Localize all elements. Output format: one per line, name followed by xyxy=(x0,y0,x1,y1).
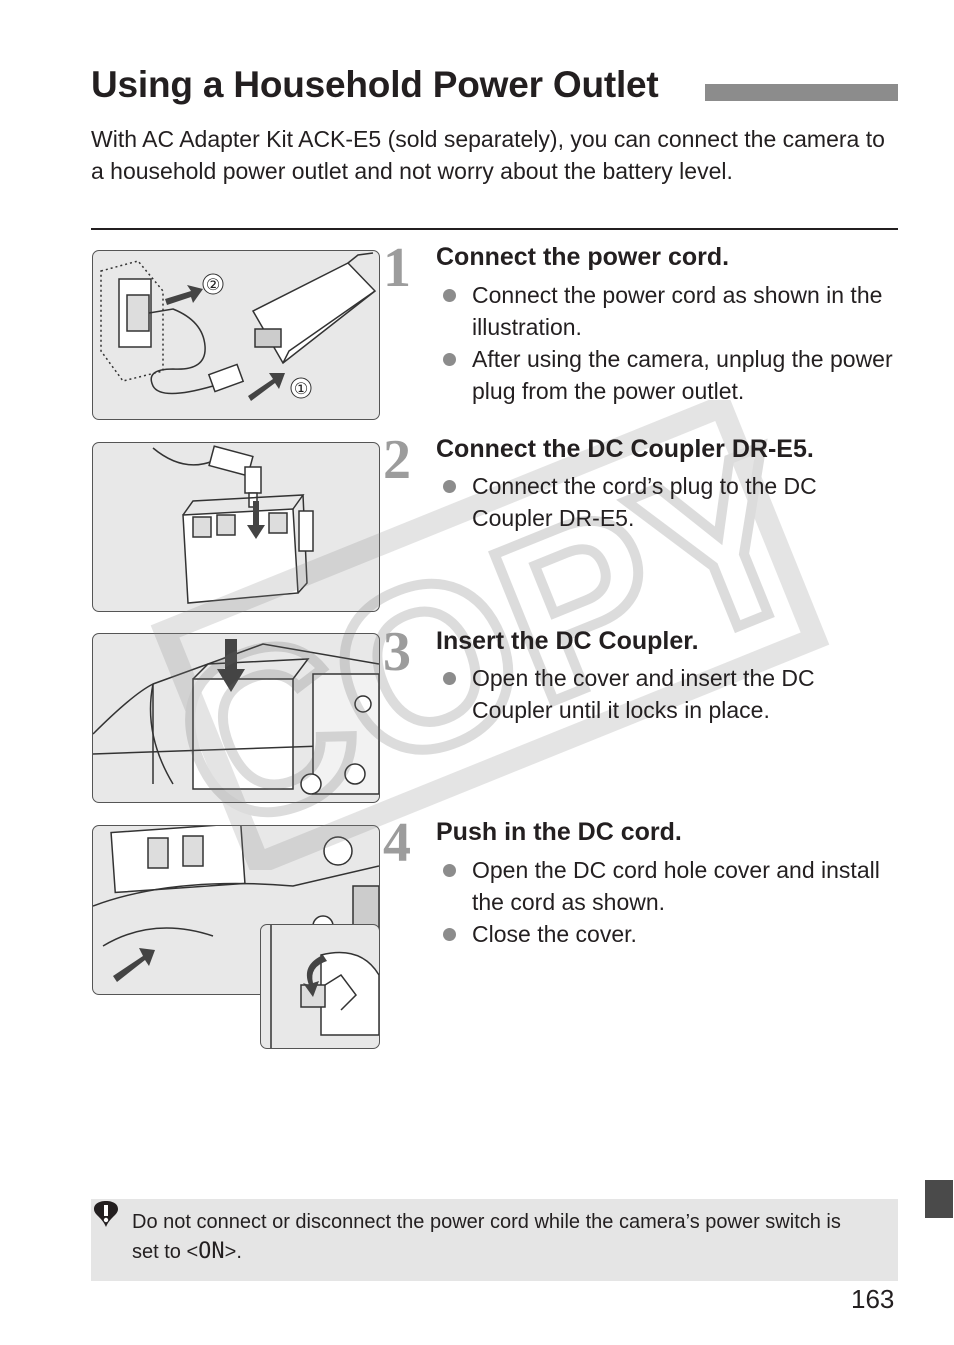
bullet-dot xyxy=(443,864,456,877)
step-bullets: Connect the cord’s plug to the DC Couple… xyxy=(440,470,900,534)
step-bullets: Open the cover and insert the DC Coupler… xyxy=(440,662,900,726)
power-cord-drawing: ② ① xyxy=(100,252,377,401)
bullet-dot xyxy=(443,672,456,685)
bullet-item: Connect the cord’s plug to the DC Couple… xyxy=(440,470,900,534)
bullet-item: After using the camera, unplug the power… xyxy=(440,343,900,407)
illustration-insert-coupler xyxy=(92,633,380,803)
step-title: Insert the DC Coupler. xyxy=(436,627,699,655)
callout-2-label: ② xyxy=(206,275,220,294)
step-number: 1 xyxy=(383,237,411,299)
callout-1-label: ① xyxy=(294,379,308,398)
bullet-item: Close the cover. xyxy=(440,918,900,950)
dc-cord-detail-drawing xyxy=(270,925,379,1048)
bullet-dot xyxy=(443,928,456,941)
bullet-dot xyxy=(443,480,456,493)
bullet-item: Connect the power cord as shown in the i… xyxy=(440,279,900,343)
caution-box xyxy=(91,1199,898,1281)
intro-paragraph: With AC Adapter Kit ACK-E5 (sold separat… xyxy=(91,126,885,184)
page-title: Using a Household Power Outlet xyxy=(91,64,659,105)
illustration-dc-coupler xyxy=(92,442,380,612)
illustration-dc-cord-detail xyxy=(260,924,380,1049)
step-bullets: Open the DC cord hole cover and install … xyxy=(440,854,900,950)
chapter-thumb-tab xyxy=(925,1180,953,1218)
step-title: Connect the DC Coupler DR-E5. xyxy=(436,435,814,463)
illustration-power-cord: ② ① xyxy=(92,250,380,420)
insert-coupler-drawing xyxy=(93,639,379,795)
bullet-dot xyxy=(443,353,456,366)
step-number: 3 xyxy=(383,621,411,683)
section-divider xyxy=(91,228,898,230)
title-decoration-bar xyxy=(705,84,898,101)
step-number: 2 xyxy=(383,429,411,491)
caution-text: Do not connect or disconnect the power c… xyxy=(132,1211,841,1264)
step-title: Connect the power cord. xyxy=(436,243,730,271)
step-number: 4 xyxy=(383,812,411,874)
bullet-dot xyxy=(443,289,456,302)
on-switch-symbol: ON xyxy=(198,1239,225,1264)
bullet-item: Open the cover and insert the DC Coupler… xyxy=(440,662,900,726)
bullet-item: Open the DC cord hole cover and install … xyxy=(440,854,900,918)
step-title: Push in the DC cord. xyxy=(436,818,682,846)
dc-coupler-drawing xyxy=(152,445,314,604)
step-bullets: Connect the power cord as shown in the i… xyxy=(440,279,900,407)
caution-icon xyxy=(94,1201,118,1227)
page-number: 163 xyxy=(851,1284,895,1314)
